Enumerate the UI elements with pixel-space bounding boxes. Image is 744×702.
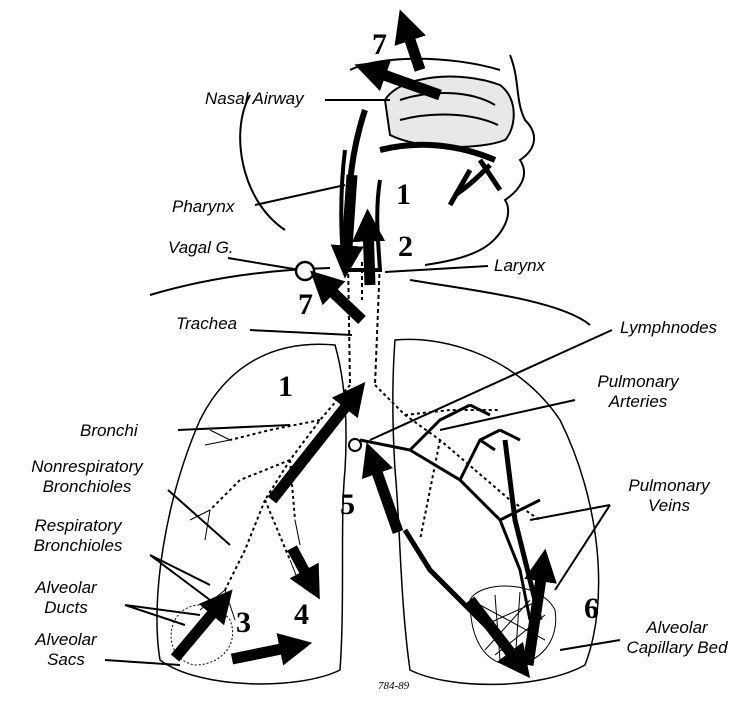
artist-signature: 784-89 <box>378 680 409 692</box>
label-lymphnodes: Lymphnodes <box>620 318 717 338</box>
arrow-4-down <box>292 548 312 585</box>
step-number-7-mid: 7 <box>298 290 313 320</box>
label-pulmonary-arteries: Pulmonary Arteries <box>578 372 698 412</box>
label-alveolar-sacs-line2: Sacs <box>16 650 116 670</box>
arrow-1-pharynx-down <box>346 175 352 262</box>
arrow-5-up <box>372 458 398 532</box>
label-nonrespiratory-line1: Nonrespiratory <box>12 457 162 477</box>
step-number-1-upper: 1 <box>396 180 411 210</box>
label-nasal-airway: Nasal Airway <box>205 89 304 109</box>
label-trachea: Trachea <box>176 314 237 334</box>
lymphnode-marker <box>349 439 361 451</box>
label-alveolar-sacs: Alveolar Sacs <box>16 630 116 670</box>
step-number-4: 4 <box>294 600 309 630</box>
label-alveolar-ducts-line1: Alveolar <box>16 578 116 598</box>
arrow-3-right <box>232 646 296 659</box>
step-number-6: 6 <box>584 594 599 624</box>
label-respiratory-bronchioles: Respiratory Bronchioles <box>18 516 138 556</box>
label-capillary-bed-line1: Alveolar <box>614 618 740 638</box>
arrow-2-larynx-up <box>368 225 370 285</box>
pulmonary-vessels <box>360 405 540 630</box>
arrow-1-bronchi-up <box>272 395 355 500</box>
arrow-7-top <box>405 25 420 70</box>
arrow-6-down <box>470 600 520 665</box>
label-alveolar-sacs-line1: Alveolar <box>16 630 116 650</box>
label-respiratory-line1: Respiratory <box>18 516 138 536</box>
step-number-7-top: 7 <box>372 30 387 60</box>
step-number-2: 2 <box>398 232 413 262</box>
label-pharynx: Pharynx <box>172 197 234 217</box>
label-bronchi: Bronchi <box>80 421 138 441</box>
label-alveolar-capillary-bed: Alveolar Capillary Bed <box>614 618 740 658</box>
label-respiratory-line2: Bronchioles <box>18 536 138 556</box>
label-capillary-bed-line2: Capillary Bed <box>614 638 740 658</box>
label-pulmonary-veins: Pulmonary Veins <box>614 476 724 516</box>
arrow-7-vagal <box>322 282 362 320</box>
label-alveolar-ducts: Alveolar Ducts <box>16 578 116 618</box>
label-larynx: Larynx <box>494 256 545 276</box>
step-number-1-lower: 1 <box>278 372 293 402</box>
label-alveolar-ducts-line2: Ducts <box>16 598 116 618</box>
label-pulmonary-arteries-line2: Arteries <box>578 392 698 412</box>
step-number-5: 5 <box>340 490 355 520</box>
label-pulmonary-arteries-line1: Pulmonary <box>578 372 698 392</box>
label-nonrespiratory-bronchioles: Nonrespiratory Bronchioles <box>12 457 162 497</box>
label-vagal-g: Vagal G. <box>168 238 234 258</box>
vagal-ganglion-icon <box>296 262 314 280</box>
label-nonrespiratory-line2: Bronchioles <box>12 477 162 497</box>
label-pulmonary-veins-line2: Veins <box>614 496 724 516</box>
label-pulmonary-veins-line1: Pulmonary <box>614 476 724 496</box>
step-number-3: 3 <box>236 608 251 638</box>
arrow-3-ducts <box>175 602 222 658</box>
